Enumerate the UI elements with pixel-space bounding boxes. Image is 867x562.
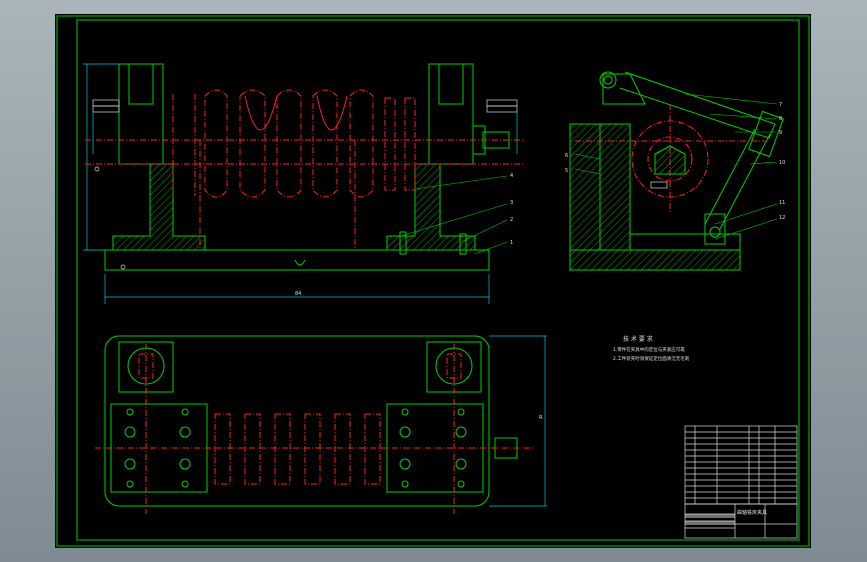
part-number-1: 1 [510,240,513,246]
part-number-12: 12 [779,215,785,221]
part-number-labels: 1 2 3 4 5 6 7 8 9 10 11 12 [510,102,785,246]
part-number-6: 6 [565,153,568,159]
part-number-7: 7 [779,102,782,108]
part-number-5: 5 [565,168,568,174]
part-number-3: 3 [510,200,513,206]
part-number-8: 8 [779,116,782,122]
part-number-9: 9 [779,130,782,136]
part-number-4: 4 [510,173,513,179]
top-view: R [95,335,547,514]
tech-requirement-line-1: 1.零件在夹具中的定位与夹紧应可靠 [613,346,685,353]
part-number-11: 11 [779,200,785,206]
crankshaft-front [85,89,525,250]
tech-requirement-line-2: 2.工件装夹时须保证定位面清洁无毛刺 [613,355,690,362]
dimension-height-label: R [539,415,543,421]
tech-requirements-title: 技 术 要 求 [623,335,653,343]
tech-requirements: 技 术 要 求 1.零件在夹具中的定位与夹紧应可靠 2.工件装夹时须保证定位面清… [613,335,690,362]
front-view: 84 [83,63,518,304]
title-block-name: 曲轴铣床夹具 [737,509,767,516]
title-block: 曲轴铣床夹具 [684,425,798,539]
inner-border [76,19,800,541]
dimension-width-label: 84 [295,291,301,297]
outer-border [56,15,810,547]
engineering-drawing: 84 [56,15,810,547]
drawing-canvas[interactable]: 84 [55,14,811,548]
part-number-2: 2 [510,217,513,223]
part-number-10: 10 [779,160,785,166]
side-view [569,71,784,271]
